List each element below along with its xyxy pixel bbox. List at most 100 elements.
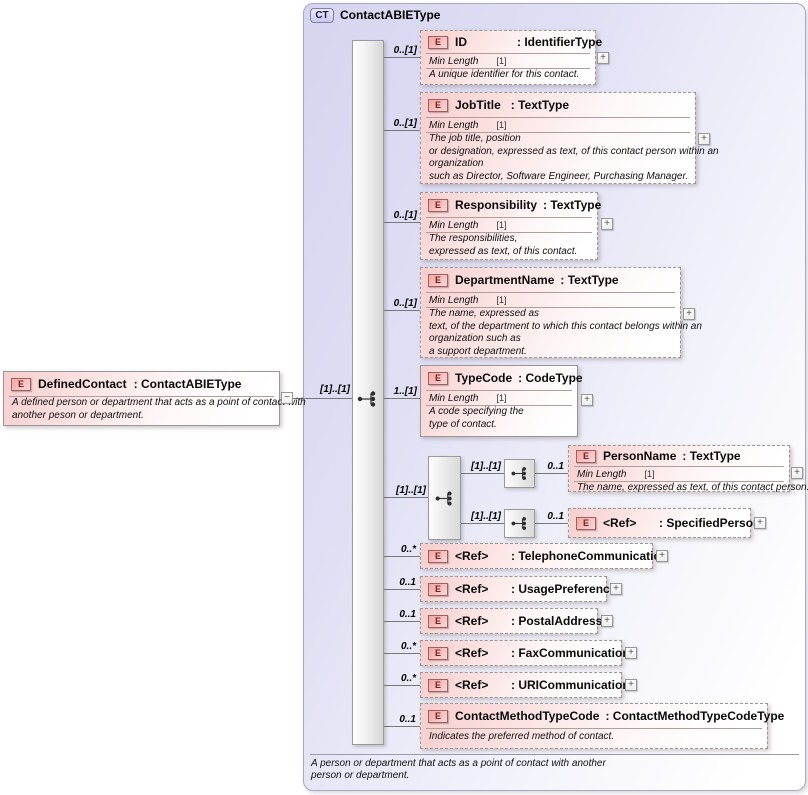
divider bbox=[426, 117, 690, 118]
element-badge: E bbox=[428, 198, 448, 212]
element-doc: another peson or department. bbox=[12, 409, 144, 421]
connector-line bbox=[293, 398, 352, 399]
element-doc: organization such as bbox=[429, 333, 521, 344]
person-name-sequence-group[interactable] bbox=[504, 459, 535, 488]
element-defined-contact[interactable]: E DefinedContact : ContactABIEType A def… bbox=[3, 371, 306, 426]
divider bbox=[426, 68, 590, 69]
element-doc: text, of the department to which this co… bbox=[429, 320, 702, 332]
expand-button[interactable]: + bbox=[656, 550, 668, 562]
element-job-title[interactable]: E JobTitle : TextType Min Length [1] The… bbox=[420, 92, 719, 184]
divider bbox=[426, 132, 690, 133]
element-type: : IdentifierType bbox=[517, 35, 603, 49]
connector-line bbox=[384, 222, 420, 223]
expand-button[interactable]: + bbox=[601, 615, 613, 627]
element-doc: A unique identifier for this contact. bbox=[429, 69, 580, 80]
connector-line bbox=[384, 621, 420, 622]
element-type: : FaxCommunication bbox=[511, 646, 630, 660]
element-ref-usage-preference[interactable]: E <Ref> : UsagePreference bbox=[420, 576, 616, 602]
element-type-code[interactable]: E TypeCode : CodeType Min Length [1] A c… bbox=[420, 365, 583, 437]
element-type: : TextType bbox=[510, 98, 570, 112]
connector-line bbox=[384, 57, 420, 58]
element-badge: E bbox=[428, 98, 448, 112]
element-doc: a support department. bbox=[429, 345, 527, 357]
element-ref-fax-communication[interactable]: E <Ref> : FaxCommunication bbox=[420, 640, 630, 666]
expand-button[interactable]: + bbox=[625, 647, 637, 659]
element-contact-method-type-code[interactable]: E ContactMethodTypeCode : ContactMethodT… bbox=[420, 703, 784, 749]
element-badge: E bbox=[576, 449, 596, 463]
facet-row: Min Length [1] bbox=[429, 392, 507, 404]
element-ref-postal-address[interactable]: E <Ref> : PostalAddress bbox=[420, 608, 602, 634]
connector-line bbox=[384, 556, 420, 557]
expand-button[interactable]: + bbox=[754, 517, 766, 529]
element-name: <Ref> bbox=[455, 614, 489, 628]
cardinality-label: 0..1 bbox=[399, 577, 416, 588]
connector-line bbox=[535, 523, 568, 524]
cardinality-label: 0..1 bbox=[399, 714, 416, 725]
sequence-icon bbox=[511, 517, 526, 530]
element-ref-uri-communication[interactable]: E <Ref> : URICommunication bbox=[420, 672, 630, 698]
element-doc: A defined person or department that acts… bbox=[12, 397, 306, 408]
divider bbox=[426, 307, 675, 308]
element-name: ContactMethodTypeCode bbox=[455, 709, 600, 723]
element-badge: E bbox=[428, 273, 448, 287]
connector-line bbox=[384, 685, 420, 686]
element-name: DepartmentName bbox=[455, 273, 555, 287]
element-responsibility[interactable]: E Responsibility : TextType Min Length [… bbox=[420, 192, 601, 260]
facet-row: Min Length [1] bbox=[577, 468, 655, 480]
element-doc: The responsibilities, bbox=[429, 233, 518, 244]
element-name: <Ref> bbox=[455, 582, 489, 596]
element-type: : UsagePreference bbox=[511, 582, 617, 596]
connector-line bbox=[384, 589, 420, 590]
element-id[interactable]: E ID : IdentifierType Min Length [1] A u… bbox=[420, 30, 602, 85]
element-doc: The name, expressed as text, of this con… bbox=[577, 482, 808, 493]
connector-line bbox=[384, 130, 420, 131]
collapse-button[interactable]: − bbox=[281, 392, 293, 404]
element-ref-telephone-communication[interactable]: E <Ref> : TelephoneCommunication bbox=[420, 543, 668, 569]
element-person-name[interactable]: E PersonName : TextType Min Length [1] T… bbox=[568, 445, 808, 493]
connector-line bbox=[384, 653, 420, 654]
element-doc: A code specifying the bbox=[429, 406, 524, 417]
cardinality-label: 0..[1] bbox=[393, 45, 417, 56]
element-badge: E bbox=[428, 646, 448, 660]
expand-button[interactable]: + bbox=[610, 583, 622, 595]
connector-line bbox=[384, 497, 428, 498]
sequence-icon bbox=[357, 391, 376, 407]
expand-button[interactable]: + bbox=[597, 52, 609, 64]
expand-button[interactable]: + bbox=[625, 679, 637, 691]
divider bbox=[426, 217, 592, 218]
element-doc: The job title, position bbox=[429, 133, 521, 144]
expand-button[interactable]: + bbox=[683, 308, 695, 320]
expand-button[interactable]: + bbox=[581, 394, 593, 406]
divider bbox=[426, 390, 572, 391]
element-name: Responsibility bbox=[455, 198, 538, 212]
element-badge: E bbox=[428, 35, 448, 49]
element-type: : SpecifiedPerson bbox=[659, 516, 761, 530]
element-doc: such as Director, Software Engineer, Pur… bbox=[429, 170, 689, 182]
panel-doc-line: A person or department that acts as a po… bbox=[311, 758, 606, 769]
element-department-name[interactable]: E DepartmentName : TextType Min Length [… bbox=[420, 267, 702, 358]
divider bbox=[426, 292, 675, 293]
element-badge: E bbox=[428, 614, 448, 628]
sequence-group-bar bbox=[352, 40, 384, 745]
cardinality-label: 0..[1] bbox=[393, 210, 417, 221]
element-doc: Indicates the preferred method of contac… bbox=[429, 731, 615, 742]
facet-row: Min Length [1] bbox=[429, 119, 507, 131]
person-choice-group[interactable] bbox=[428, 456, 461, 540]
element-badge: E bbox=[11, 377, 31, 391]
element-badge: E bbox=[428, 678, 448, 692]
expand-button[interactable]: + bbox=[698, 133, 710, 145]
divider bbox=[426, 405, 572, 406]
expand-button[interactable]: + bbox=[601, 218, 613, 230]
facet-row: Min Length [1] bbox=[429, 294, 507, 306]
element-name: <Ref> bbox=[603, 516, 637, 530]
divider bbox=[574, 481, 784, 482]
facet-row: Min Length [1] bbox=[429, 219, 507, 231]
element-ref-specified-person[interactable]: E <Ref> : SpecifiedPerson bbox=[568, 508, 760, 538]
element-type: : PostalAddress bbox=[511, 614, 603, 628]
connector-line bbox=[535, 473, 568, 474]
element-type: : CodeType bbox=[518, 371, 583, 385]
specified-person-sequence-group[interactable] bbox=[504, 509, 535, 538]
expand-button[interactable]: + bbox=[791, 467, 803, 479]
element-type: : ContactABIEType bbox=[133, 377, 242, 391]
